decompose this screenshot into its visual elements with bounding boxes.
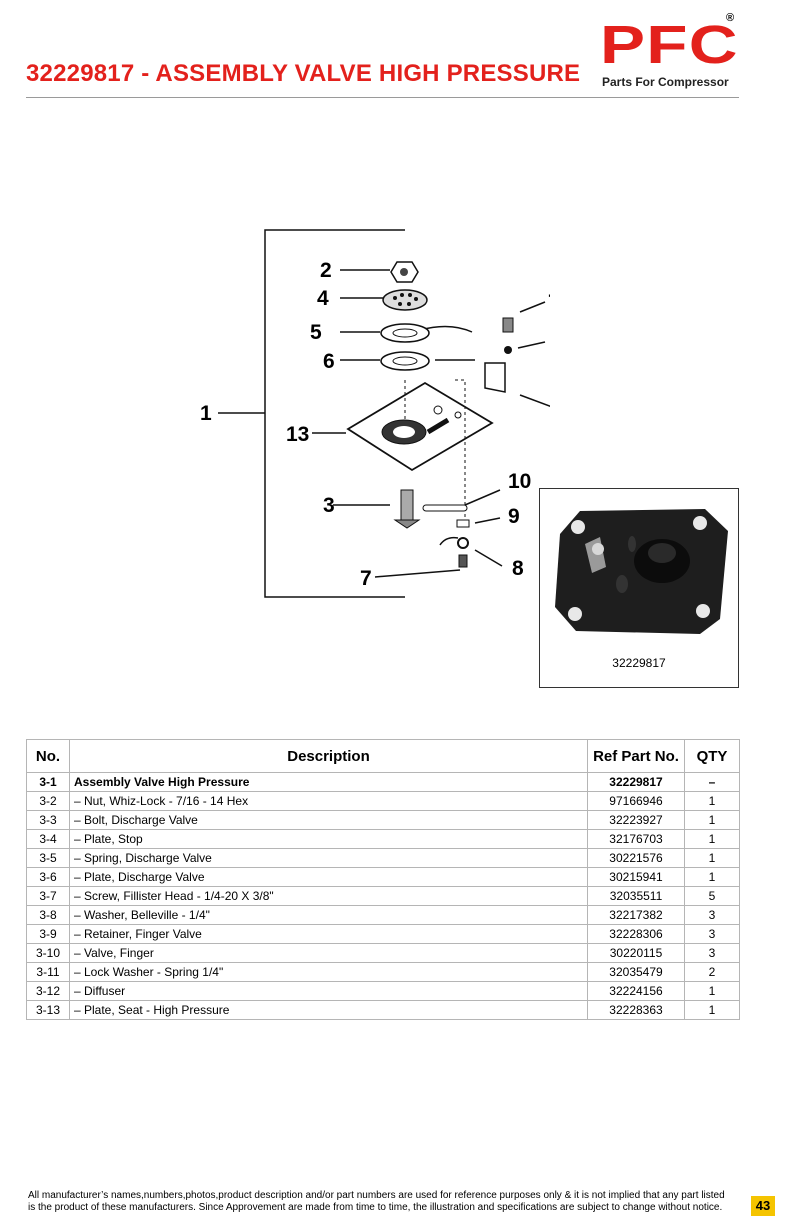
header-ref-part-no: Ref Part No. [587,739,685,773]
parts-table: No. Description Ref Part No. QTY 3-1 Ass… [26,739,740,1020]
cell-ref: 30220115 [587,943,685,963]
product-photo [555,509,728,634]
cell-description: – Plate, Discharge Valve [69,867,588,887]
cell-no: 3-10 [26,943,70,963]
cell-ref: 32035479 [587,962,685,982]
cell-no: 3-8 [26,905,70,925]
cell-no: 3-7 [26,886,70,906]
callout-2: 2 [320,259,332,282]
cell-qty: 1 [684,867,740,887]
cell-qty: – [684,772,740,792]
page-number-badge: 43 [751,1196,775,1216]
cell-qty: 1 [684,810,740,830]
cell-description: – Washer, Belleville - 1/4" [69,905,588,925]
cell-ref: 32223927 [587,810,685,830]
header-description: Description [69,739,588,773]
callout-7-bottom: 7 [360,567,372,590]
callout-5: 5 [310,321,322,344]
cell-ref: 32228363 [587,1000,685,1020]
registered-mark: ® [726,12,735,24]
callout-7-top: 7 [548,291,550,314]
cell-qty: 1 [684,829,740,849]
table-row: 3-3 – Bolt, Discharge Valve 32223927 1 [26,810,740,830]
cell-qty: 3 [684,943,740,963]
cell-no: 3-6 [26,867,70,887]
cell-qty: 5 [684,886,740,906]
product-photo-frame: 32229817 [539,488,739,688]
cell-ref: 32176703 [587,829,685,849]
cell-description: – Plate, Seat - High Pressure [69,1000,588,1020]
table-row: 3-2 – Nut, Whiz-Lock - 7/16 - 14 Hex 971… [26,791,740,811]
cell-description: – Lock Washer - Spring 1/4" [69,962,588,982]
cell-qty: 2 [684,962,740,982]
table-row: 3-13 – Plate, Seat - High Pressure 32228… [26,1000,740,1020]
callout-8: 8 [512,557,524,580]
cell-ref: 97166946 [587,791,685,811]
header-no: No. [26,739,70,773]
page-title: 32229817 - ASSEMBLY VALVE HIGH PRESSURE [26,60,581,87]
cell-qty: 1 [684,848,740,868]
cell-ref: 32228306 [587,924,685,944]
table-header-row: No. Description Ref Part No. QTY [26,739,740,773]
table-row: 3-1 Assembly Valve High Pressure 3222981… [26,772,740,792]
cell-description: Assembly Valve High Pressure [69,772,588,792]
cell-qty: 1 [684,981,740,1001]
table-row: 3-6 – Plate, Discharge Valve 30215941 1 [26,867,740,887]
callout-9: 9 [508,505,520,528]
cell-ref: 32217382 [587,905,685,925]
cell-no: 3-1 [26,772,70,792]
header-qty: QTY [684,739,740,773]
table-row: 3-4 – Plate, Stop 32176703 1 [26,829,740,849]
table-row: 3-11 – Lock Washer - Spring 1/4" 3203547… [26,962,740,982]
cell-description: – Plate, Stop [69,829,588,849]
table-row: 3-8 – Washer, Belleville - 1/4" 32217382… [26,905,740,925]
disclaimer-line-1: All manufacturer’s names,numbers,photos,… [28,1190,725,1201]
cell-qty: 3 [684,924,740,944]
logo-letters: PFC [600,15,739,75]
disclaimer: All manufacturer’s names,numbers,photos,… [28,1190,748,1214]
table-row: 3-9 – Retainer, Finger Valve 32228306 3 [26,924,740,944]
cell-description: – Spring, Discharge Valve [69,848,588,868]
cell-ref: 30215941 [587,867,685,887]
cell-ref: 32229817 [587,772,685,792]
cell-ref: 30221576 [587,848,685,868]
callout-13: 13 [286,423,309,446]
cell-description: – Nut, Whiz-Lock - 7/16 - 14 Hex [69,791,588,811]
cell-description: – Retainer, Finger Valve [69,924,588,944]
table-row: 3-7 – Screw, Fillister Head - 1/4-20 X 3… [26,886,740,906]
cell-no: 3-11 [26,962,70,982]
callout-6: 6 [323,350,335,373]
callout-4: 4 [317,287,329,310]
photo-caption: 32229817 [612,656,666,670]
cell-no: 3-3 [26,810,70,830]
cell-qty: 1 [684,1000,740,1020]
table-row: 3-5 – Spring, Discharge Valve 30221576 1 [26,848,740,868]
cell-qty: 1 [684,791,740,811]
cell-no: 3-12 [26,981,70,1001]
cell-no: 3-4 [26,829,70,849]
callout-1: 1 [200,402,212,425]
disclaimer-line-2: is the product of these manufacturers. S… [28,1202,723,1213]
header-divider [26,97,739,98]
exploded-parts-diagram: 1 2 4 5 6 13 3 7 11 12 10 9 8 7 [200,229,550,598]
cell-no: 3-2 [26,791,70,811]
cell-description: – Screw, Fillister Head - 1/4-20 X 3/8" [69,886,588,906]
cell-no: 3-9 [26,924,70,944]
cell-ref: 32224156 [587,981,685,1001]
callout-3: 3 [323,494,335,517]
cell-qty: 3 [684,905,740,925]
table-row: 3-10 – Valve, Finger 30220115 3 [26,943,740,963]
callout-10: 10 [508,470,531,493]
pfc-logo: PFC ® Parts For Compressor [600,12,740,92]
cell-ref: 32035511 [587,886,685,906]
cell-description: – Diffuser [69,981,588,1001]
cell-no: 3-5 [26,848,70,868]
table-row: 3-12 – Diffuser 32224156 1 [26,981,740,1001]
cell-description: – Valve, Finger [69,943,588,963]
logo-tagline: Parts For Compressor [602,75,729,89]
cell-description: – Bolt, Discharge Valve [69,810,588,830]
cell-no: 3-13 [26,1000,70,1020]
